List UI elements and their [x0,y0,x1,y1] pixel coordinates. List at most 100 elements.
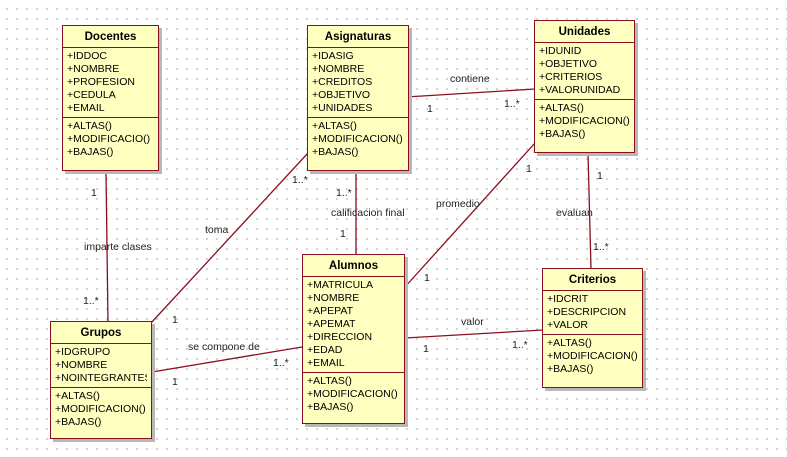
assoc-imparte-line [105,170,109,323]
class-attribute: +MATRICULA [307,279,374,291]
class-attribute: +EMAIL [307,357,345,369]
class-unidades-attributes: +IDUNID+OBJETIVO+CRITERIOS+VALORUNIDAD [535,43,634,99]
class-attribute: +APEPAT [307,305,354,317]
class-attribute: +UNIDADES [312,102,373,114]
assoc-toma-label: toma [205,224,229,236]
class-unidades-methods: +ALTAS()+MODIFICACION()+BAJAS() [535,99,634,143]
class-attribute: +IDUNID [539,45,582,57]
class-method: +ALTAS() [67,120,112,132]
class-criterios-attributes: +IDCRIT+DESCRIPCION+VALOR [543,291,642,334]
assoc-promedio-line [403,142,536,289]
class-unidades-title: Unidades [535,21,634,43]
assoc-compone-mult-end: 1..* [273,357,289,369]
assoc-valor-label: valor [461,316,484,328]
class-grupos-methods: +ALTAS()+MODIFICACION()+BAJAS() [51,387,151,431]
class-method: +ALTAS() [547,337,592,349]
class-method: +ALTAS() [55,390,100,402]
class-method: +ALTAS() [307,375,352,387]
class-method: +BAJAS() [55,416,102,428]
class-docentes-attributes: +IDDOC+NOMBRE+PROFESION+CEDULA+EMAIL [63,48,158,117]
class-grupos-attributes: +IDGRUPO+NOMBRE+NOINTEGRANTES [51,344,151,387]
class-attribute: +NOMBRE [55,359,108,371]
class-asignaturas-methods: +ALTAS()+MODIFICACION()+BAJAS() [308,117,408,161]
class-method: +BAJAS() [312,146,359,158]
class-attribute: +DIRECCION [307,331,373,343]
class-attribute: +IDGRUPO [55,346,111,358]
assoc-compone-label: se compone de [188,341,260,353]
class-attribute: +NOMBRE [67,63,120,75]
class-method: +BAJAS() [307,401,354,413]
class-attribute: +EMAIL [67,102,105,114]
class-method: +BAJAS() [539,128,586,140]
assoc-compone-mult-start: 1 [172,376,178,388]
assoc-contiene-label: contiene [450,73,490,85]
class-unidades[interactable]: Unidades +IDUNID+OBJETIVO+CRITERIOS+VALO… [534,20,635,153]
assoc-valor-mult-end: 1..* [512,339,528,351]
class-attribute: +NOINTEGRANTES [55,372,147,384]
assoc-promedio-label: promedio [436,198,480,210]
class-criterios[interactable]: Criterios +IDCRIT+DESCRIPCION+VALOR +ALT… [542,268,643,388]
class-method: +ALTAS() [539,102,584,114]
class-attribute: +CRITERIOS [539,71,603,83]
class-method: +MODIFICACION() [55,403,146,415]
class-attribute: +CEDULA [67,89,116,101]
assoc-evaluan-label: evaluan [556,207,593,219]
class-method: +MODIFICACION() [539,115,630,127]
class-method: +BAJAS() [547,363,594,375]
class-docentes-methods: +ALTAS()+MODIFICACIO()+BAJAS() [63,117,158,161]
class-attribute: +VALOR [547,319,588,331]
class-method: +BAJAS() [67,146,114,158]
assoc-toma-mult-start: 1 [172,314,178,326]
class-alumnos-methods: +ALTAS()+MODIFICACION()+BAJAS() [303,372,404,416]
class-attribute: +VALORUNIDAD [539,84,621,96]
assoc-valor-mult-start: 1 [423,343,429,355]
class-attribute: +NOMBRE [312,63,365,75]
class-attribute: +OBJETIVO [539,58,598,70]
class-alumnos-attributes: +MATRICULA+NOMBRE+APEPAT+APEMAT+DIRECCIO… [303,277,404,372]
class-docentes-title: Docentes [63,26,158,48]
assoc-evaluan-mult-end: 1..* [593,241,609,253]
class-attribute: +NOMBRE [307,292,360,304]
class-attribute: +CREDITOS [312,76,373,88]
class-attribute: +EDAD [307,344,343,356]
assoc-contiene-line [405,88,536,98]
assoc-promedio-mult-end: 1 [424,272,430,284]
assoc-evaluan-line [587,152,592,270]
assoc-contiene-mult-end: 1..* [504,98,520,110]
assoc-toma-line [150,152,309,324]
class-method: +MODIFICACION() [312,133,403,145]
assoc-imparte-mult-end: 1..* [83,295,99,307]
class-attribute: +DESCRIPCION [547,306,627,318]
class-attribute: +PROFESION [67,76,135,88]
class-alumnos-title: Alumnos [303,255,404,277]
class-alumnos[interactable]: Alumnos +MATRICULA+NOMBRE+APEPAT+APEMAT+… [302,254,405,424]
class-attribute: +OBJETIVO [312,89,371,101]
class-criterios-methods: +ALTAS()+MODIFICACION()+BAJAS() [543,334,642,378]
assoc-calificacion-mult-start: 1..* [336,187,352,199]
assoc-contiene-mult-start: 1 [427,103,433,115]
class-asignaturas-attributes: +IDASIG+NOMBRE+CREDITOS+OBJETIVO+UNIDADE… [308,48,408,117]
class-grupos-title: Grupos [51,322,151,344]
assoc-evaluan-mult-start: 1 [597,170,603,182]
class-docentes[interactable]: Docentes +IDDOC+NOMBRE+PROFESION+CEDULA+… [62,25,159,171]
class-attribute: +APEMAT [307,318,356,330]
assoc-promedio-mult-start: 1 [526,163,532,175]
assoc-calificacion-mult-end: 1 [340,228,346,240]
assoc-valor-line [404,329,544,339]
class-grupos[interactable]: Grupos +IDGRUPO+NOMBRE+NOINTEGRANTES +AL… [50,321,152,439]
assoc-compone-line [151,346,303,373]
class-method: +MODIFICACION() [307,388,398,400]
assoc-imparte-mult-start: 1 [91,187,97,199]
class-asignaturas-title: Asignaturas [308,26,408,48]
class-method: +MODIFICACION() [547,350,638,362]
class-criterios-title: Criterios [543,269,642,291]
class-attribute: +IDDOC [67,50,107,62]
class-asignaturas[interactable]: Asignaturas +IDASIG+NOMBRE+CREDITOS+OBJE… [307,25,409,171]
assoc-toma-mult-end: 1..* [292,174,308,186]
class-method: +ALTAS() [312,120,357,132]
assoc-imparte-label: imparte clases [84,241,152,253]
class-method: +MODIFICACIO() [67,133,151,145]
class-attribute: +IDCRIT [547,293,589,305]
